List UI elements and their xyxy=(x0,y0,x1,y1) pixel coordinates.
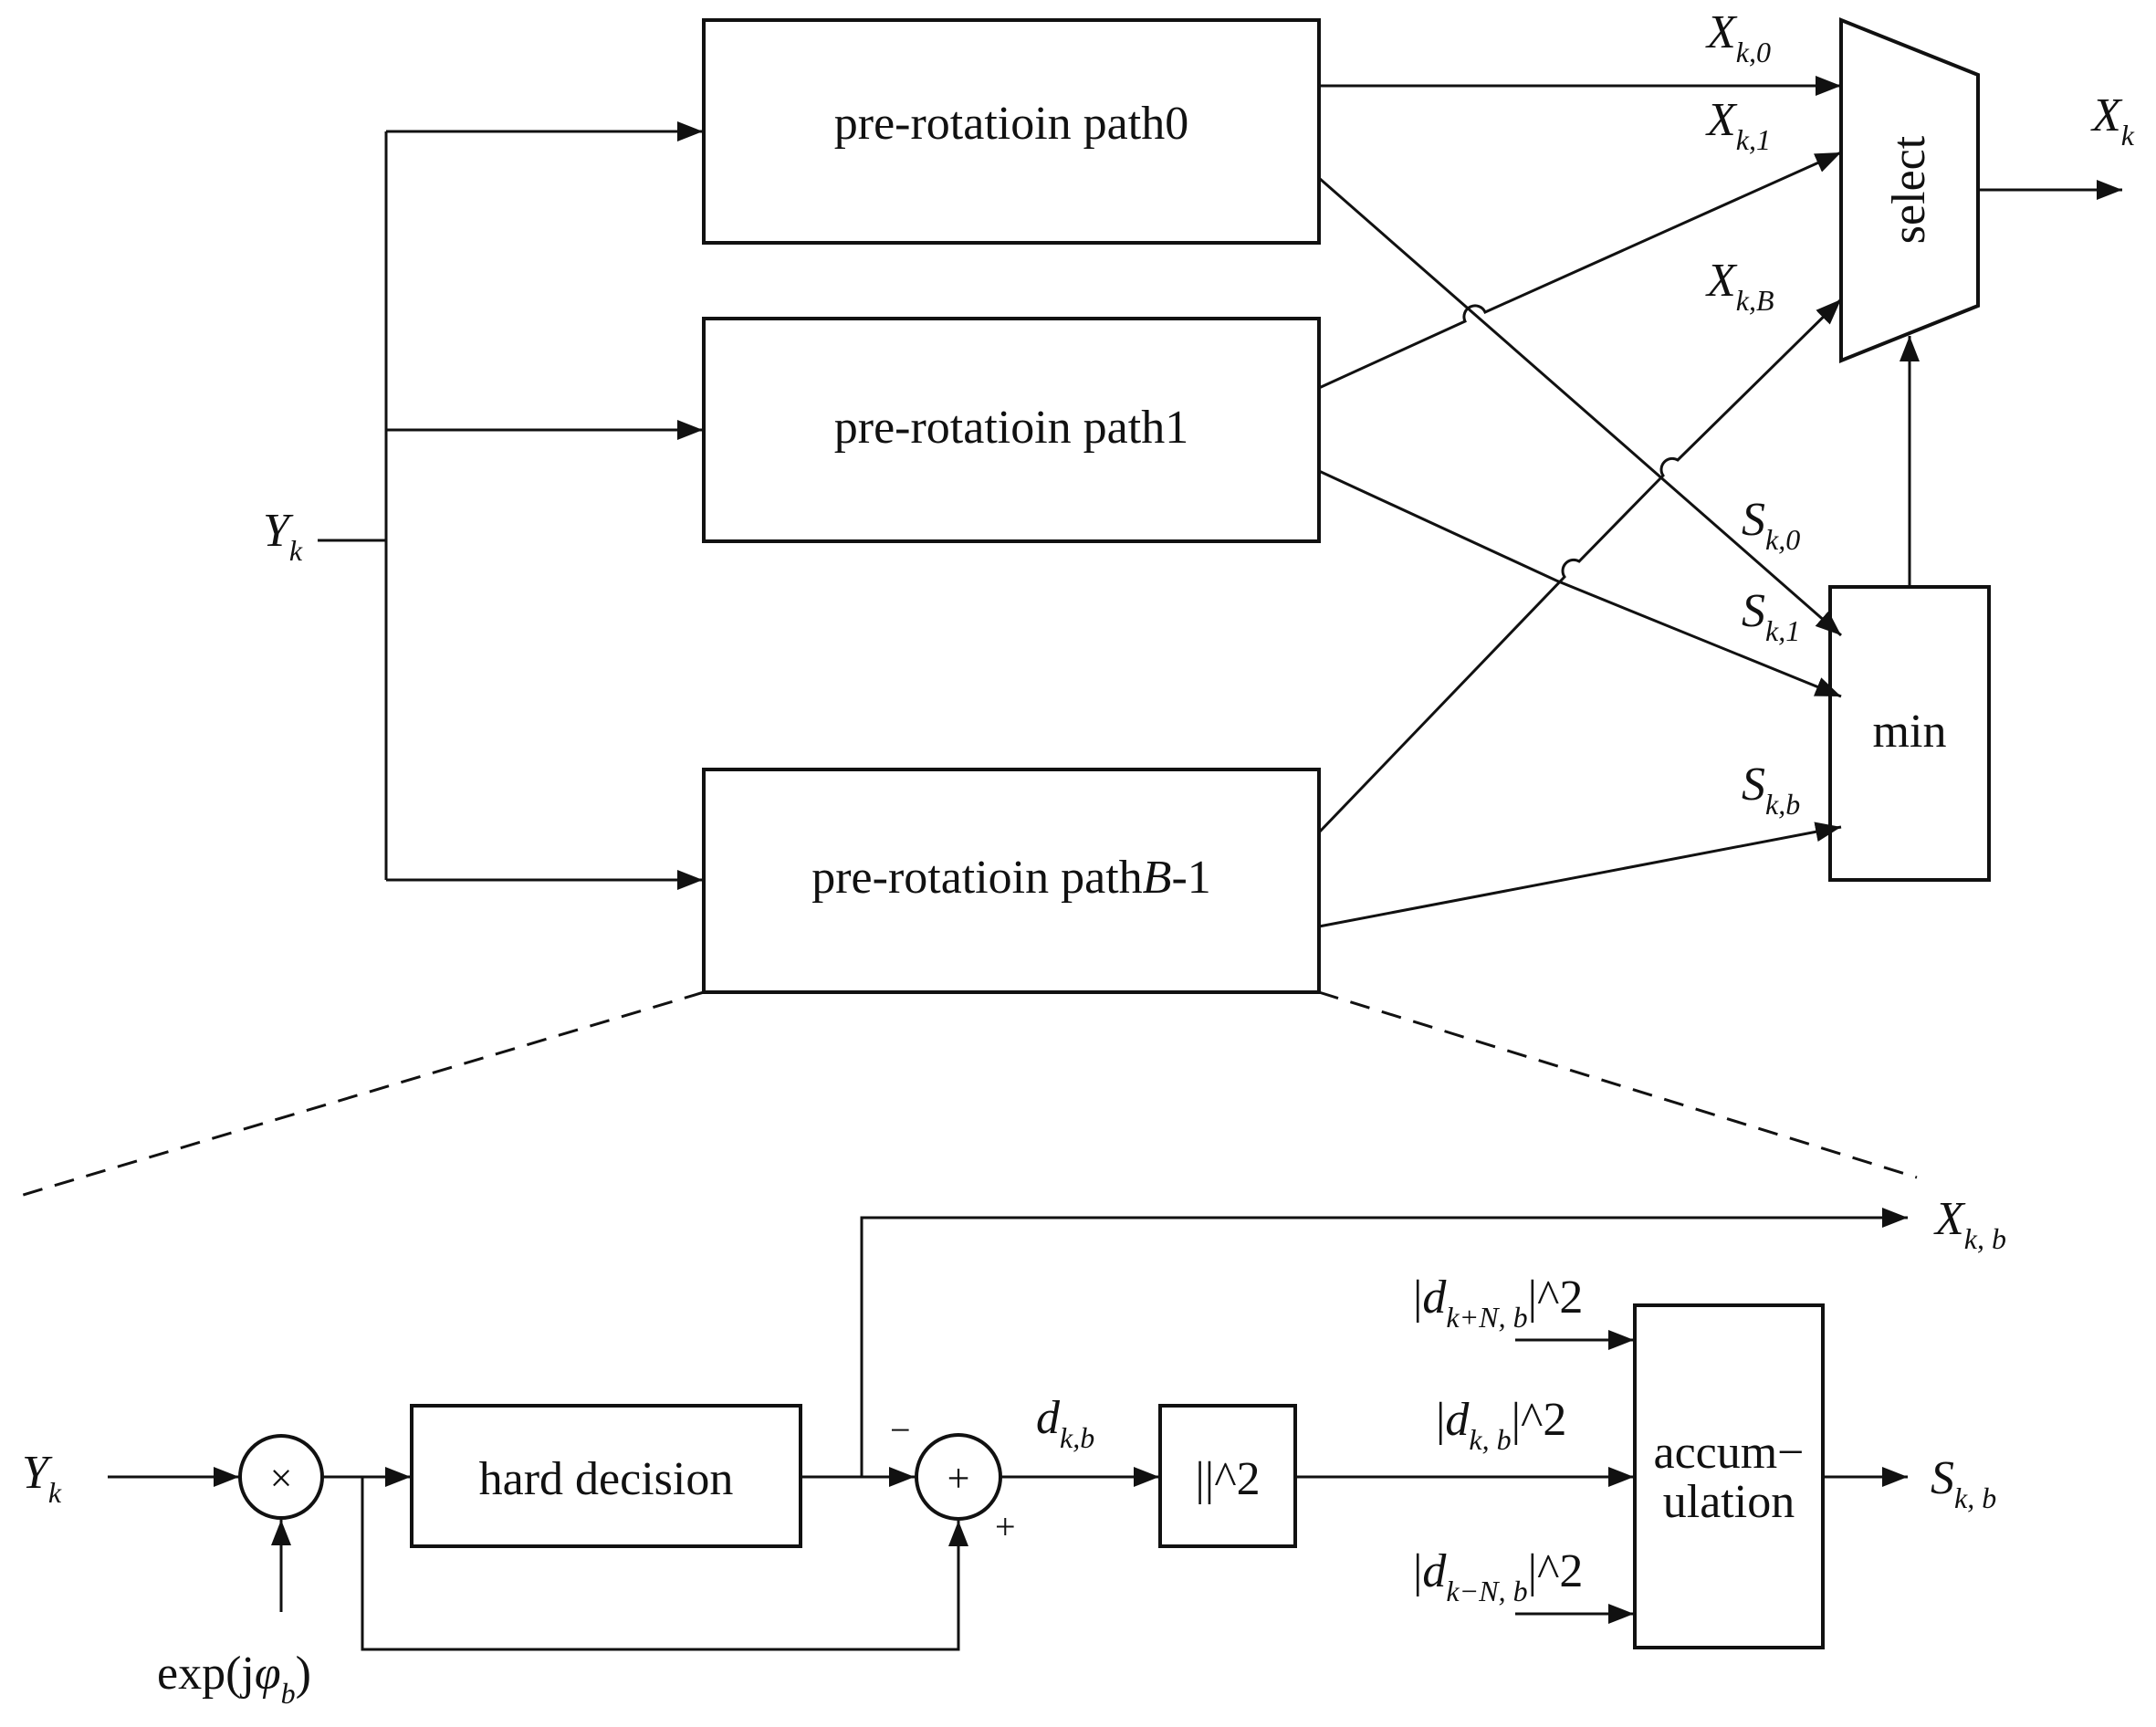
bypass-wire xyxy=(361,1477,968,1651)
phase-label: exp(jφb) xyxy=(157,1648,311,1710)
s0-wire xyxy=(1318,176,1842,637)
s1-wire xyxy=(1318,469,1842,698)
top-section: Yk pre-rotatioin path0 pre-rotatioin pat… xyxy=(263,6,2135,994)
pre-rotation-path1-block: pre-rotatioin path1 xyxy=(702,317,1321,543)
abs-square-block: ||^2 xyxy=(1158,1404,1297,1548)
xkb-wire xyxy=(860,1208,1908,1477)
x1-wire xyxy=(1318,151,1842,390)
d-mid-label: |dk, b|^2 xyxy=(1436,1394,1566,1456)
multiplier-node: × xyxy=(238,1434,324,1520)
bottom-section: Yk × exp(jφb) hard decision Xk, b + xyxy=(22,1193,2006,1710)
xkb-label: Xk, b xyxy=(1933,1193,2006,1255)
x1-label: Xk,1 xyxy=(1705,94,1771,156)
adder-minus-sign: − xyxy=(890,1409,911,1450)
hard-decision-label: hard decision xyxy=(479,1453,734,1505)
accumulation-label-line1: accum− xyxy=(1653,1427,1804,1479)
sb-label: Sk,b xyxy=(1742,759,1800,821)
accumulation-block: accum− ulation xyxy=(1633,1303,1825,1649)
input-label-top: Yk xyxy=(263,505,303,567)
sb-wire xyxy=(1318,822,1842,928)
adder-node: + xyxy=(915,1433,1002,1521)
zoom-dash-left xyxy=(19,990,705,1198)
d-label: dk,b xyxy=(1036,1392,1094,1454)
input-label-bottom: Yk xyxy=(22,1447,62,1509)
accumulation-label-line2: ulation xyxy=(1663,1476,1795,1528)
pathB-1-label: pre-rotatioin pathB-1 xyxy=(811,852,1211,904)
skb-label: Sk, b xyxy=(1931,1452,1996,1514)
path0-label: pre-rotatioin path0 xyxy=(834,98,1188,150)
pre-rotation-pathB-1-block: pre-rotatioin pathB-1 xyxy=(702,768,1321,994)
min-block: min xyxy=(1828,585,1991,882)
xB-wire xyxy=(1317,298,1843,834)
xB-label: Xk,B xyxy=(1705,255,1774,317)
s1-label: Sk,1 xyxy=(1742,585,1800,647)
s0-label: Sk,0 xyxy=(1742,494,1800,556)
hard-decision-block: hard decision xyxy=(410,1404,802,1548)
select-label: select xyxy=(1883,135,1935,244)
abs-square-label: ||^2 xyxy=(1195,1453,1260,1505)
svg-text:×: × xyxy=(270,1456,293,1501)
pre-rotation-path0-block: pre-rotatioin path0 xyxy=(702,18,1321,245)
d-minus-label: |dk−N, b|^2 xyxy=(1413,1545,1583,1607)
x0-label: Xk,0 xyxy=(1705,6,1771,68)
path1-label: pre-rotatioin path1 xyxy=(834,402,1188,454)
select-mux: select xyxy=(1839,17,1980,363)
zoom-dash-right xyxy=(1318,990,1918,1179)
d-plus-label: |dk+N, b|^2 xyxy=(1413,1272,1583,1334)
adder-plus-sign: + xyxy=(995,1506,1016,1547)
min-label: min xyxy=(1873,706,1947,758)
output-label-top: Xk xyxy=(2090,89,2135,152)
svg-text:+: + xyxy=(947,1456,970,1501)
